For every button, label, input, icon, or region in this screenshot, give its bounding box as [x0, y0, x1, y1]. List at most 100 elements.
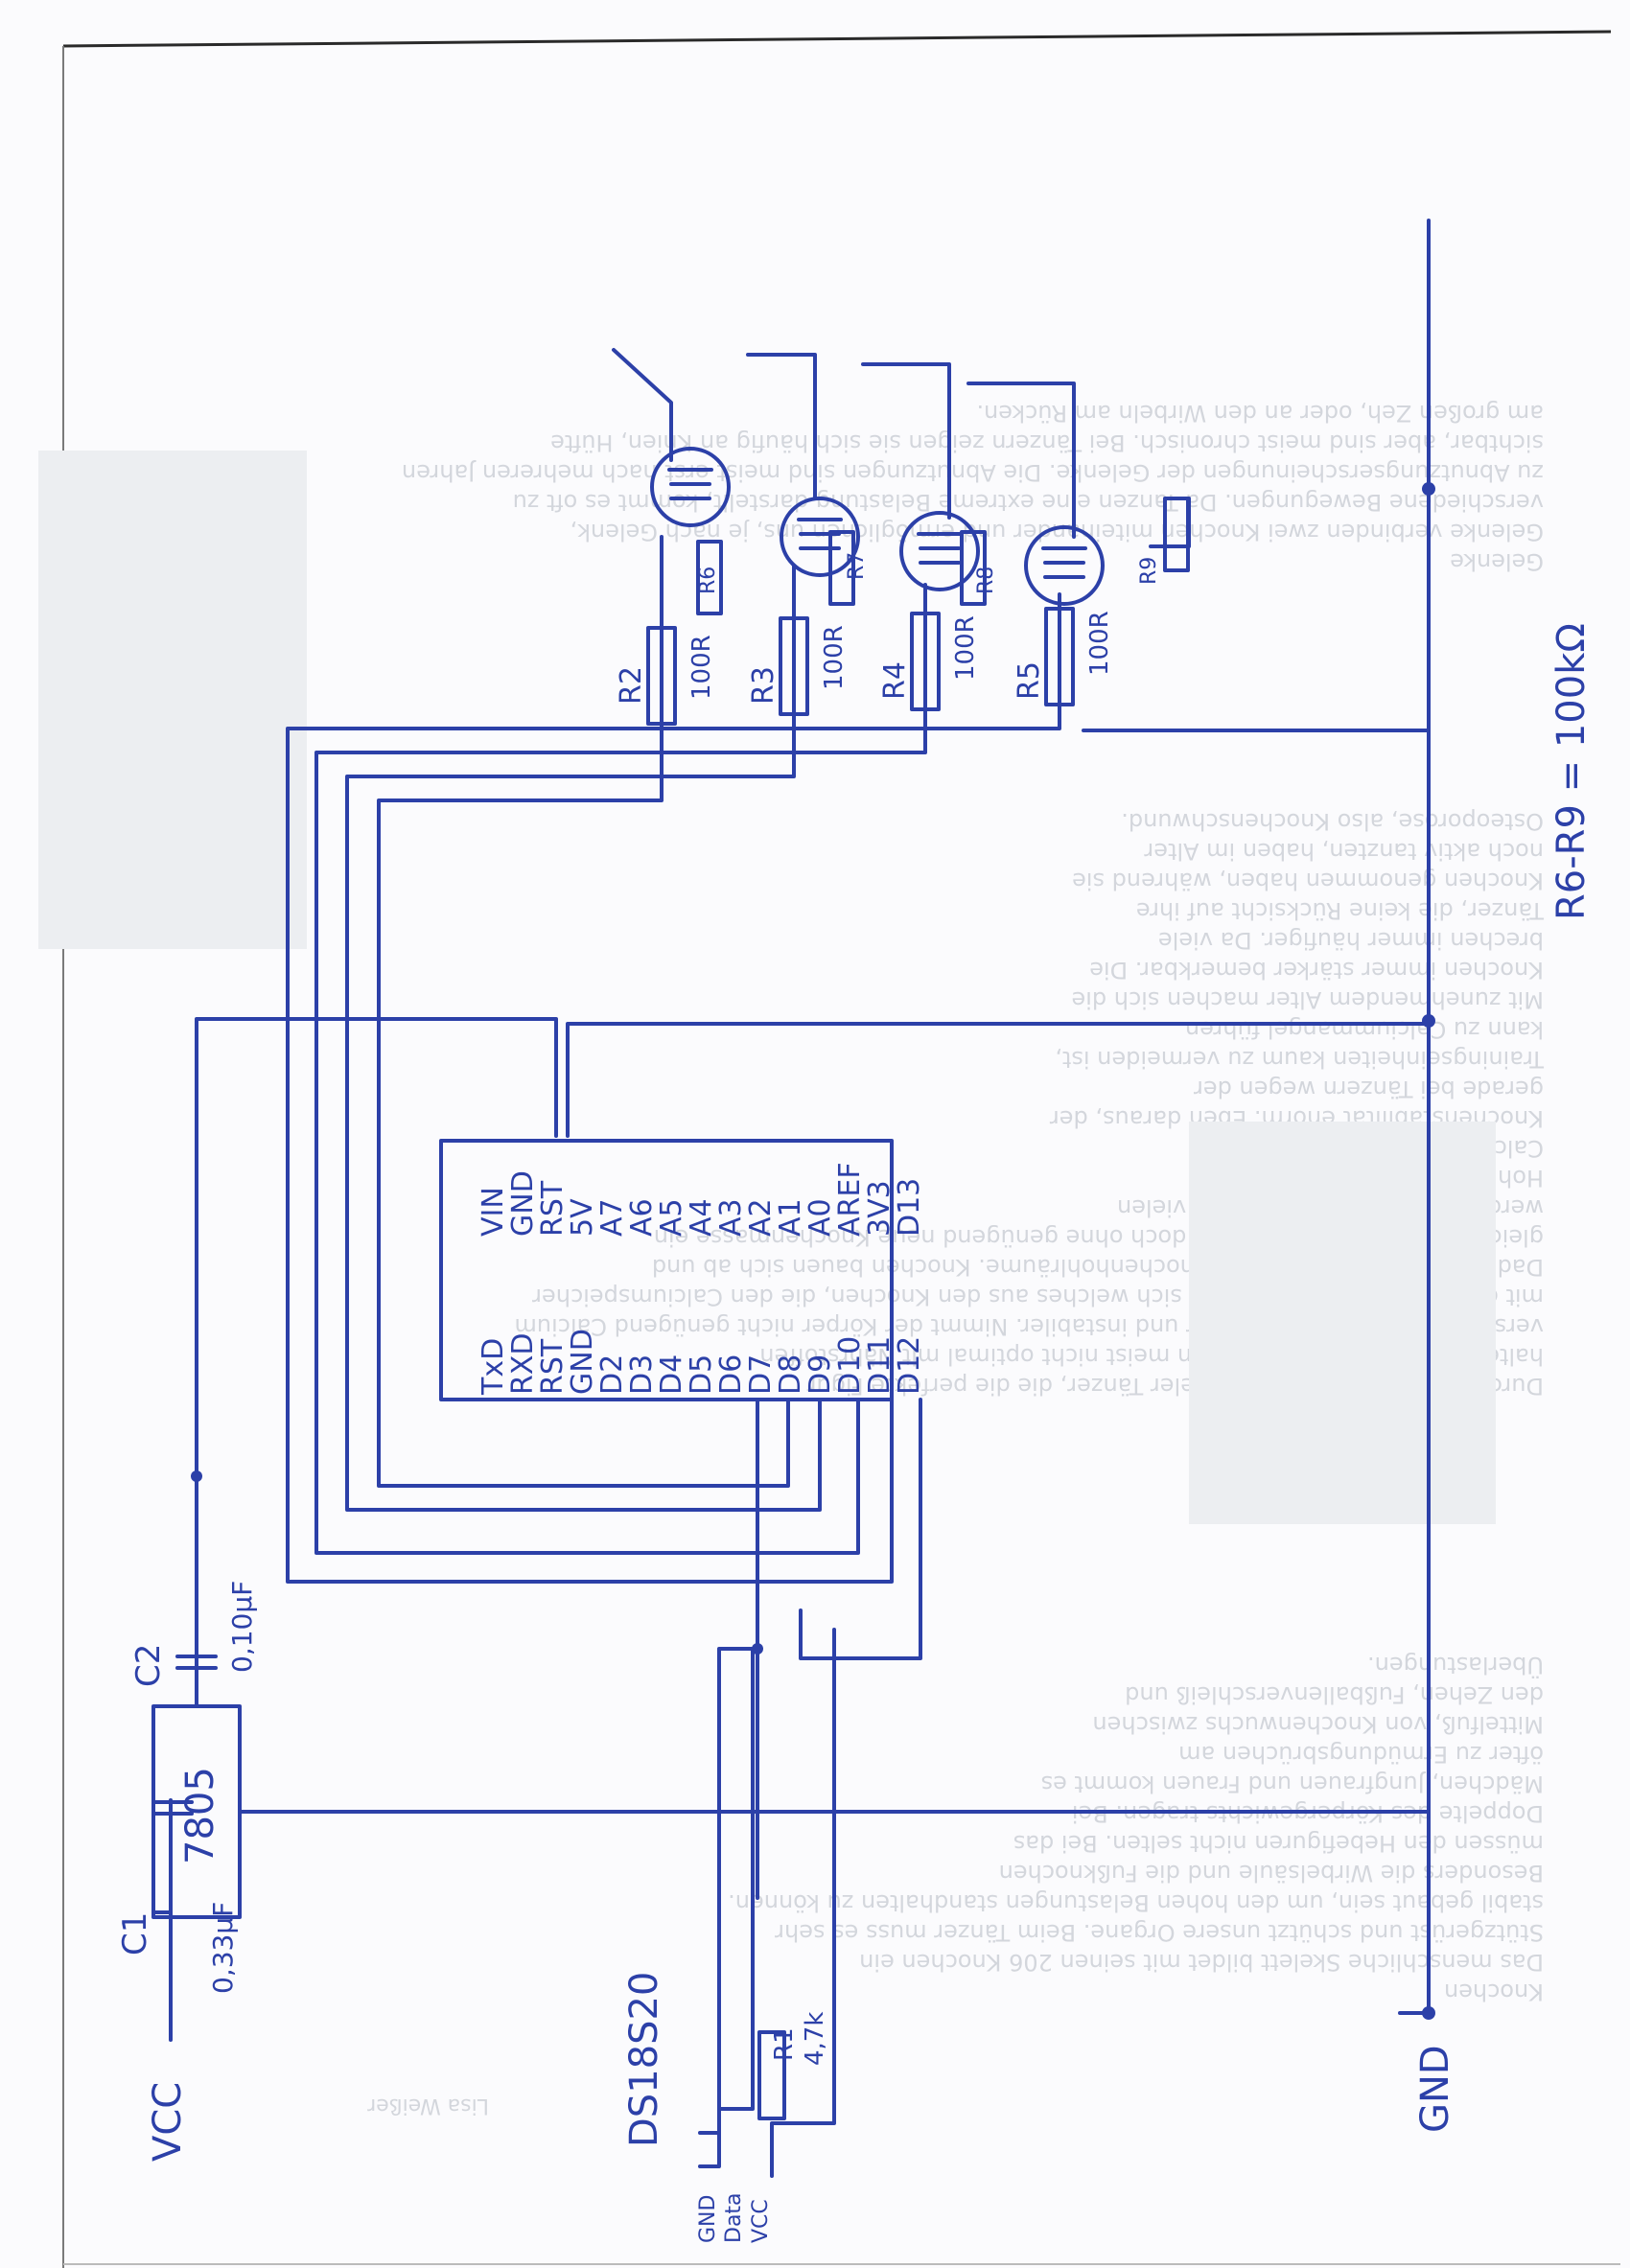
resistor-r1 [757, 2030, 786, 2120]
mosfet-4-icon [1024, 525, 1105, 606]
capacitor-c1 [151, 1800, 194, 1816]
ghost-text-line: öfter zu Ermüdungsbrüchen am [1178, 1741, 1544, 1768]
r2-name: R2 [615, 666, 648, 705]
arduino-pin-label: D3 [625, 1354, 659, 1395]
arduino-pin-label: RST [536, 1180, 570, 1237]
arduino-pin-label: D10 [833, 1336, 867, 1395]
c1-name: C1 [116, 1912, 154, 1956]
arduino-pin-label: 5V [566, 1198, 599, 1237]
gnd-label: GND [1413, 2045, 1457, 2133]
arduino-pin-label: D11 [863, 1336, 896, 1395]
ghost-text-line: noch aktiv tanzten, haben im Alter [1144, 838, 1544, 865]
mosfet-3-icon [899, 511, 980, 591]
drain-3 [861, 362, 951, 520]
drain-4 [966, 382, 1076, 539]
net-extra-1 [799, 1398, 922, 1660]
arduino-pin-label: A6 [625, 1198, 659, 1237]
ghost-text-line: Knochen immer stärker bemerkbar. Die [1089, 957, 1544, 984]
drain-1 [612, 348, 673, 462]
ghost-text-line: sichtbar, aber sind meist chronisch. Bei… [550, 429, 1544, 456]
arduino-pin-label: A5 [655, 1198, 688, 1237]
ghost-photo-bottom [38, 451, 307, 949]
ghost-text-line: Das menschliche Skelett bildet mit seine… [859, 1949, 1544, 1976]
ghost-text-line: den Zehen, Fußballenverschleiß und [1125, 1681, 1544, 1708]
ghost-text-line: Mit zunehmendem Alter machen sich die [1071, 986, 1544, 1013]
ghost-text-line: Überlastungen. [1367, 1652, 1544, 1679]
r6-name: R6 [696, 567, 720, 594]
arduino-pin-label: D9 [803, 1354, 837, 1395]
r1-value: 4,7k [801, 2012, 829, 2066]
r2-value: 100R [687, 635, 716, 700]
ghost-footer: Lisa Weißer [366, 2094, 489, 2118]
arduino-pin-label: D6 [714, 1354, 748, 1395]
ghost-text-line: Besonders die Wirbelsäule und die Fußkno… [999, 1860, 1544, 1886]
arduino-pin-label: D5 [685, 1354, 718, 1395]
net-data [698, 1398, 759, 2135]
ghost-photo-top [1189, 1122, 1496, 1524]
ghost-text-line: Knochen genommen haben, während sie [1072, 868, 1544, 894]
net-d10 [286, 669, 1061, 1584]
sensor-pin-gnd: GND [696, 2195, 720, 2243]
mosfet-2-icon [780, 497, 860, 577]
ghost-text-line: verschiedene Bewegungen. Da Tanzen eine … [513, 489, 1544, 516]
arduino-pin-label: AREF [833, 1162, 867, 1237]
arduino-pin-label: A7 [595, 1198, 629, 1237]
net-d6 [345, 669, 822, 1512]
ghost-text-line: Knochen [1444, 1979, 1544, 2005]
r4-name: R4 [878, 661, 912, 700]
resistor-note: R6-R9 = 100kΩ [1549, 623, 1594, 920]
c1-value: 0,33µF [207, 1902, 239, 1994]
ghost-text-line: kann zu Calciummangel führen. [1177, 1016, 1544, 1043]
sensor-pin-vcc: VCC [749, 2199, 773, 2243]
r7-name: R7 [845, 552, 869, 580]
junction-dots [191, 482, 1435, 2020]
regulator-label: 7805 [178, 1767, 222, 1864]
arduino-pin-label: A2 [744, 1198, 778, 1237]
ghost-text-line: Stützgerüst und schützt unsere Organe. B… [775, 1919, 1544, 1946]
arduino-pin-label: A4 [685, 1198, 718, 1237]
drain-2 [746, 353, 817, 500]
net-gnd-sens [698, 1906, 721, 2168]
arduino-pin-label: D12 [893, 1336, 926, 1395]
arduino-pin-label: A0 [803, 1198, 837, 1237]
c2-name: C2 [129, 1644, 168, 1687]
ghost-text-line: Mädchen, Jungfrauen und Frauen kommt es [1041, 1770, 1544, 1797]
arduino-pin-label: A3 [714, 1198, 748, 1237]
ghost-text-line: Trainingseinheiten kaum zu vermeiden ist… [1055, 1046, 1545, 1073]
sensor-pin-data: Data [722, 2192, 746, 2243]
wires [151, 219, 1431, 2178]
ghost-text-line: Tänzer, die keine Rücksicht auf ihre [1136, 897, 1545, 924]
arduino-pin-label: D7 [744, 1354, 778, 1395]
pulldown-resistor-bodies [696, 497, 1190, 615]
ghost-text-line: müssen den Hebefiguren nicht selten. Bei… [1013, 1830, 1544, 1857]
arduino-pin-label: D13 [893, 1178, 926, 1237]
arduino-pin-label: D2 [595, 1354, 629, 1395]
arduino-pin-label: RST [536, 1338, 570, 1395]
net-sens-vcc2 [770, 1628, 836, 2178]
arduino-pin-label: 3V3 [863, 1180, 896, 1237]
ghost-text-line: Gelenke [1450, 548, 1544, 575]
arduino-pin-label: A1 [774, 1198, 807, 1237]
arduino-pin-label: D4 [655, 1354, 688, 1395]
gate-resistor-bodies [646, 607, 1075, 726]
mosfets [650, 447, 1105, 606]
5v-rail [195, 1017, 558, 1478]
ghost-text-line: Mittelfuß, von Knochenwuchs zwischen [1092, 1711, 1544, 1738]
arduino-pin-label: GND [566, 1329, 599, 1395]
r8-name: R8 [974, 567, 998, 594]
ghost-text-line: am großen Zeh, oder an den Wirbeln am Rü… [976, 400, 1544, 427]
ghost-text-line: stabil gebaut sein, um den hohen Belastu… [728, 1889, 1544, 1916]
r4-value: 100R [951, 615, 980, 681]
arduino-pin-label: VIN [477, 1187, 510, 1237]
arduino-pin-label: D8 [774, 1354, 807, 1395]
arduino-pin-label: RXD [506, 1333, 540, 1396]
arduino-outline [439, 1139, 894, 1401]
sheet-top-line [62, 30, 1612, 48]
net-vcc-sens [717, 1647, 755, 2111]
net-d9 [314, 669, 927, 1555]
r1-name: R1 [770, 2027, 799, 2061]
7805-body-left [151, 1704, 242, 1919]
ghost-text-line: gerade bei Tänzern wegen der [1194, 1076, 1544, 1102]
arduino-pin-label: GND [506, 1170, 540, 1237]
